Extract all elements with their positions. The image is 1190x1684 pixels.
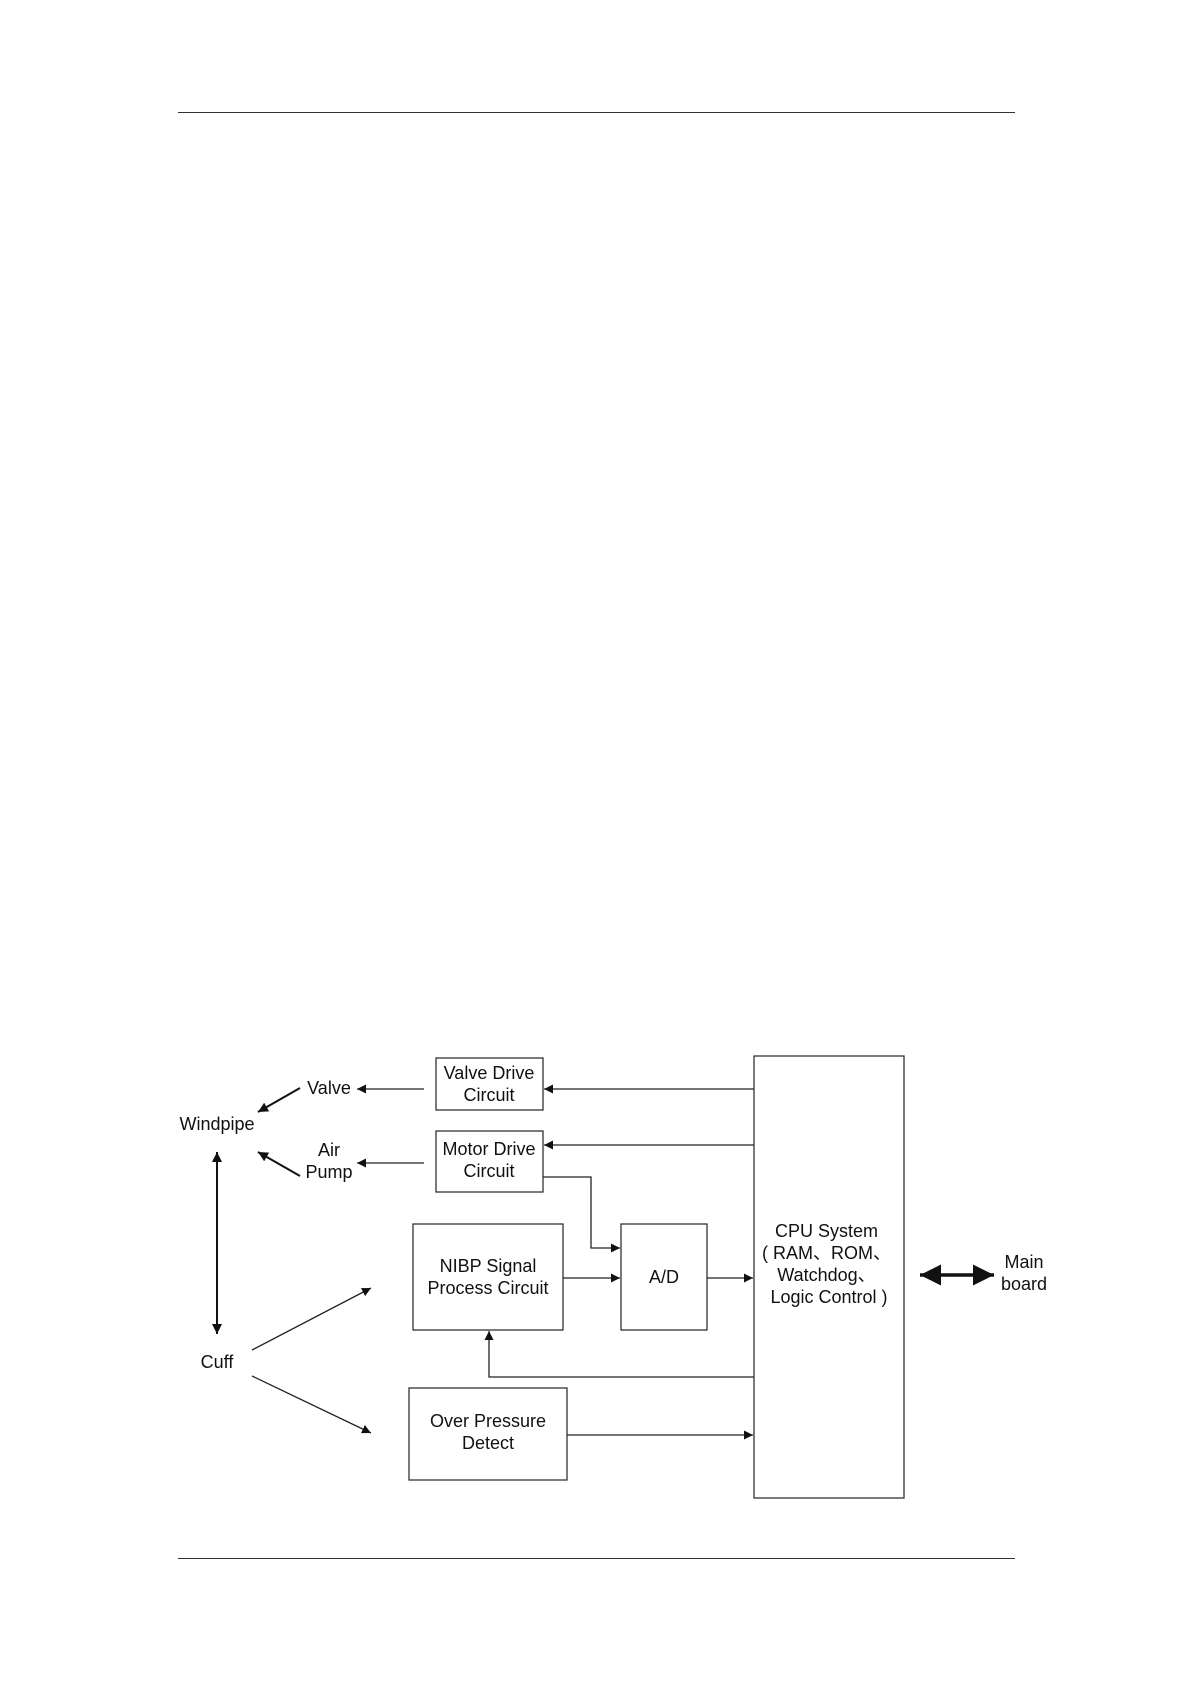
- label-cuff: Cuff: [201, 1352, 235, 1372]
- arrow-cuff-to-over-pressure: [252, 1376, 371, 1433]
- arrow-valve-to-windpipe: [258, 1088, 300, 1112]
- arrow-cpu-to-nibp: [489, 1331, 754, 1377]
- label-windpipe: Windpipe: [179, 1114, 254, 1134]
- block-ad: A/D: [621, 1224, 707, 1330]
- label-valve: Valve: [307, 1078, 351, 1098]
- block-cpu-system: CPU System ( RAM、ROM、 Watchdog、 Logic Co…: [754, 1056, 904, 1498]
- svg-text:A/D: A/D: [649, 1267, 679, 1287]
- arrow-cuff-to-nibp: [252, 1288, 371, 1350]
- arrow-air-pump-to-windpipe: [258, 1152, 300, 1176]
